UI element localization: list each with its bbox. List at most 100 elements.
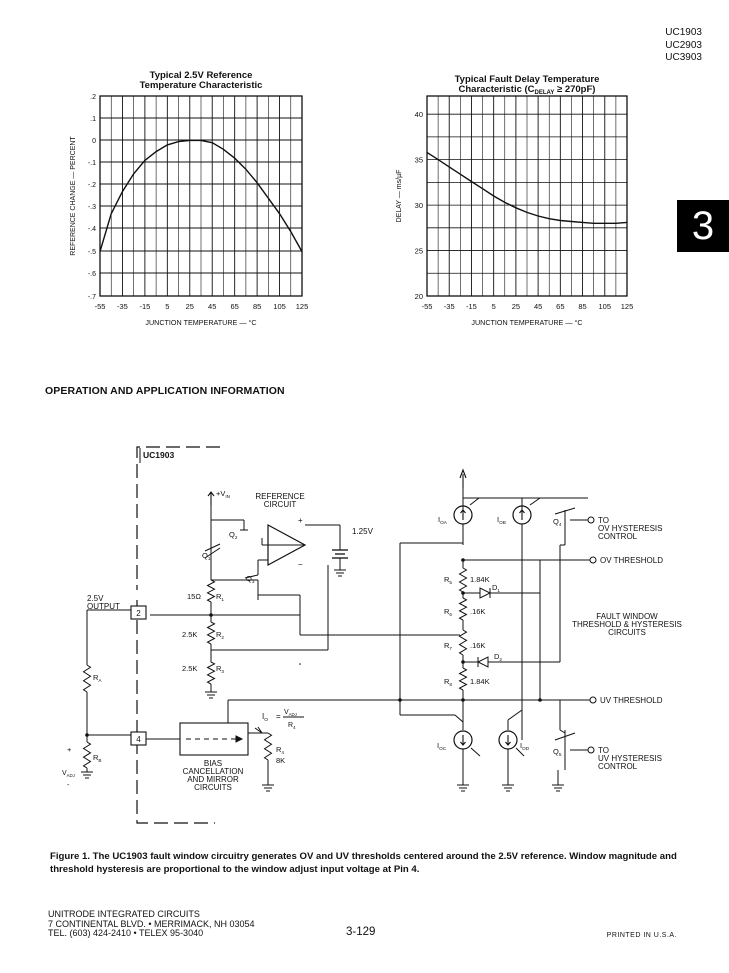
x-tick-label: 125 xyxy=(621,302,634,311)
r5-value: 1.84K xyxy=(470,575,490,584)
uv-hyst-terminal xyxy=(587,746,595,754)
page-number: 3-129 xyxy=(346,926,376,938)
resistor xyxy=(458,597,468,621)
company-line: UNITRODE INTEGRATED CIRCUITS xyxy=(48,909,200,919)
q1-label: Q1 xyxy=(202,551,211,561)
x-tick-label: 125 xyxy=(296,302,309,311)
x-axis-label: JUNCTION TEMPERATURE — °C xyxy=(471,318,582,327)
ov-hyst-terminal xyxy=(587,516,595,524)
d2-label: D2 xyxy=(494,652,502,662)
x-tick-label: -35 xyxy=(444,302,455,311)
vadj-plus: + xyxy=(67,745,72,754)
series-line xyxy=(426,151,628,225)
ov-threshold-label: OV THRESHOLD xyxy=(600,556,663,565)
x-tick-label: -15 xyxy=(466,302,477,311)
y-tick-label: -.4 xyxy=(88,226,96,233)
amp-minus: − xyxy=(298,560,303,569)
wire xyxy=(469,497,480,506)
transistor xyxy=(204,543,221,559)
y-tick-label: -.1 xyxy=(88,160,96,167)
wire xyxy=(529,497,541,506)
arrow xyxy=(254,726,263,734)
x-tick-label: 85 xyxy=(253,302,261,311)
io-denominator: R4 xyxy=(288,722,296,730)
y-tick-label: -.7 xyxy=(88,294,96,301)
arrow xyxy=(460,509,466,520)
x-tick-label: 65 xyxy=(230,302,238,311)
y-tick-label: 25 xyxy=(415,247,423,256)
junction-dot xyxy=(461,698,465,702)
x-tick-label: 45 xyxy=(208,302,216,311)
r3-label: R3 xyxy=(216,664,224,674)
vadj-minus: - xyxy=(67,780,70,789)
amp-plus: + xyxy=(298,516,303,525)
y-tick-label: -.5 xyxy=(88,249,96,256)
pin-4-label: 4 xyxy=(136,735,141,744)
y-tick-label: 0 xyxy=(92,138,96,145)
x-tick-label: 65 xyxy=(556,302,564,311)
section-tab: 3 xyxy=(677,200,729,252)
ref-voltage-label: 1.25V xyxy=(352,527,374,536)
x-tick-label: 5 xyxy=(492,302,496,311)
part-number: UC3903 xyxy=(665,52,702,63)
wire xyxy=(554,507,576,515)
x-axis-label: JUNCTION TEMPERATURE — °C xyxy=(145,318,256,327)
company-line: TEL. (603) 424-2410 • TELEX 95-3040 xyxy=(48,928,204,938)
y-tick-label: .2 xyxy=(90,94,96,101)
wire xyxy=(515,747,525,757)
x-tick-label: 25 xyxy=(512,302,520,311)
resistor xyxy=(206,579,216,603)
wire xyxy=(507,709,523,721)
section-heading: OPERATION AND APPLICATION INFORMATION xyxy=(45,385,285,397)
r1-label: R1 xyxy=(216,592,224,602)
company-line: 7 CONTINENTAL BLVD. • MERRIMACK, NH 0305… xyxy=(48,918,255,929)
uv-threshold-label: UV THRESHOLD xyxy=(600,696,663,705)
r7-value: .16K xyxy=(470,641,485,650)
x-tick-label: 85 xyxy=(578,302,586,311)
y-tick-label: -.3 xyxy=(88,204,96,211)
ioa-label: IOA xyxy=(438,515,448,525)
ioc-label: IOC xyxy=(437,741,447,751)
arrow xyxy=(519,509,525,520)
y-tick-label: -.6 xyxy=(88,271,96,278)
y-tick-label: 40 xyxy=(415,110,423,119)
x-tick-label: 25 xyxy=(186,302,194,311)
resistor xyxy=(82,741,92,769)
io-equation: IO xyxy=(262,712,268,723)
wire xyxy=(554,732,576,741)
ov-threshold-terminal xyxy=(589,556,597,564)
y-tick-label: -.2 xyxy=(88,182,96,189)
diode-d1 xyxy=(479,587,492,599)
io-numerator: VADJ xyxy=(284,709,297,717)
io-equals: = xyxy=(276,712,281,721)
diode-d2 xyxy=(476,656,489,668)
vin-label: +VIN xyxy=(216,489,230,499)
arrow xyxy=(460,735,466,746)
figure-caption: Figure 1. The UC1903 fault window circui… xyxy=(50,851,677,875)
ra-label: RA xyxy=(93,673,102,683)
x-tick-label: 105 xyxy=(599,302,612,311)
chart-title: Typical Fault Delay Temperature xyxy=(455,74,600,85)
iob-label: IOB xyxy=(497,515,506,525)
y-tick-label: 35 xyxy=(415,156,423,165)
r4-value: 8K xyxy=(276,756,285,765)
y-tick-label: 30 xyxy=(415,201,423,210)
q4-label: Q4 xyxy=(553,517,562,527)
x-tick-label: 45 xyxy=(534,302,542,311)
r2-value: 2.5K xyxy=(182,630,197,639)
supply-arrow xyxy=(459,468,467,488)
x-tick-label: 105 xyxy=(273,302,286,311)
r5-label: R5 xyxy=(444,575,452,585)
part-number: UC1903 xyxy=(665,27,702,38)
company-address: UNITRODE INTEGRATED CIRCUITS 7 CONTINENT… xyxy=(48,909,255,939)
chip-outline xyxy=(136,600,215,824)
arrow xyxy=(505,735,511,746)
